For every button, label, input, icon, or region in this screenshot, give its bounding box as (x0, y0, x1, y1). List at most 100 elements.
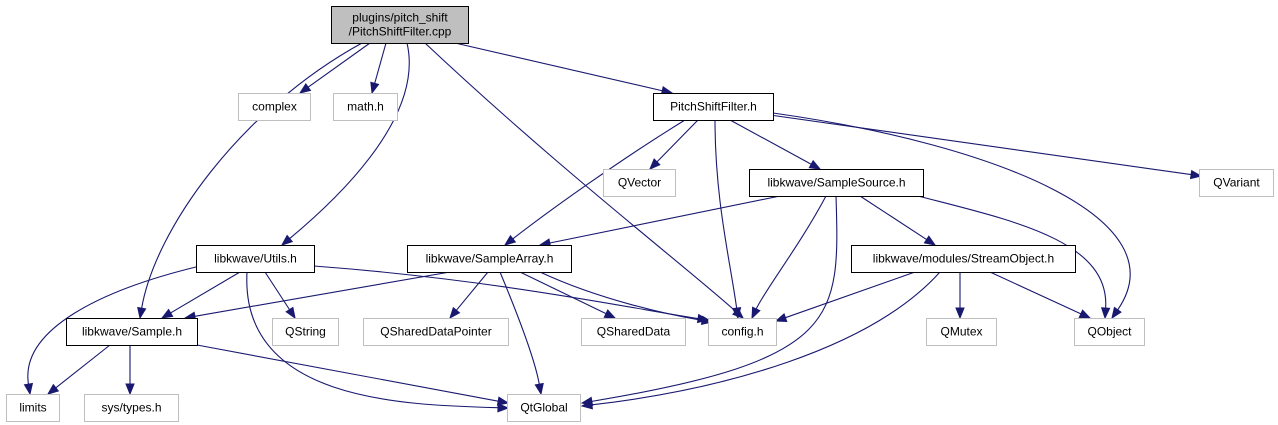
edge-line (55, 344, 111, 389)
node-label: libkwave/Utils.h (214, 252, 297, 266)
arrowhead (1111, 306, 1122, 320)
node-label: libkwave/modules/StreamObject.h (873, 252, 1054, 266)
node-complex: complex (238, 93, 311, 121)
node-label: libkwave/SampleArray.h (426, 252, 554, 266)
arrowhead (603, 309, 617, 319)
node-label: QVariant (1213, 176, 1260, 190)
edge-line (591, 195, 838, 402)
edge-samplesource-h-to-config-h (751, 195, 827, 320)
arrowhead (774, 313, 788, 322)
edge-line (769, 114, 1192, 176)
dependency-nodes: plugins/pitch_shift/PitchShiftFilter.cpp… (6, 6, 1274, 422)
edge-line (196, 344, 499, 402)
edge-line (917, 195, 1107, 309)
edge-pitchshiftfilter-h-to-samplesource-h (729, 119, 822, 170)
node-qtglobal: QtGlobal (507, 394, 581, 422)
edge-line (755, 195, 827, 310)
edge-line (714, 119, 738, 309)
arrowhead (649, 158, 661, 170)
node-label: QSharedData (597, 325, 671, 339)
arrowhead (370, 81, 380, 95)
edge-samplearray-h-to-sample-h (183, 271, 451, 321)
node-box (581, 318, 686, 346)
edge-line (170, 271, 241, 314)
edge-samplearray-h-to-qshareddatapointer (449, 271, 489, 320)
node-box (749, 169, 924, 197)
edge-pitchshiftfilter-h-to-qvector (649, 119, 699, 170)
edge-line (289, 42, 410, 240)
node-qvector: QVector (603, 169, 676, 197)
node-pitchshiftfilter-h[interactable]: PitchShiftFilter.h (653, 93, 774, 121)
node-box (66, 318, 198, 346)
node-samplearray-h[interactable]: libkwave/SampleArray.h (407, 245, 572, 273)
edge-root-to-math-h (370, 42, 387, 95)
node-box (333, 93, 398, 121)
node-qshareddatapointer: QSharedDataPointer (363, 318, 509, 346)
node-streamobject-h[interactable]: libkwave/modules/StreamObject.h (851, 245, 1076, 273)
node-box (653, 93, 774, 121)
edge-line (424, 42, 736, 312)
node-label: QObject (1087, 325, 1132, 339)
node-box (6, 394, 60, 422)
node-qvariant: QVariant (1199, 169, 1274, 197)
node-root[interactable]: plugins/pitch_shift/PitchShiftFilter.cpp (331, 6, 469, 44)
node-qmutex: QMutex (926, 318, 997, 346)
node-qshareddata: QSharedData (581, 318, 686, 346)
arrowhead (503, 234, 517, 246)
edge-samplesource-h-to-streamobject-h (859, 195, 937, 246)
node-sample-h[interactable]: libkwave/Sample.h (66, 318, 198, 346)
node-qstring: QString (272, 318, 339, 346)
edge-samplearray-h-to-qshareddata (519, 271, 617, 319)
arrowhead (46, 383, 60, 395)
node-box (1199, 169, 1274, 197)
node-label: math.h (347, 100, 384, 114)
edge-sample-h-to-sys-types-h (125, 345, 135, 396)
node-label: sys/types.h (101, 401, 161, 415)
node-box (1074, 318, 1145, 346)
edge-line (499, 271, 540, 385)
arrowhead (923, 235, 937, 246)
node-label: libkwave/Sample.h (82, 325, 182, 339)
arrowhead (1078, 309, 1092, 319)
arrowhead (808, 159, 822, 170)
node-box (363, 318, 509, 346)
node-box (272, 318, 339, 346)
edge-streamobject-h-to-qmutex (955, 272, 965, 320)
node-utils-h[interactable]: libkwave/Utils.h (196, 245, 315, 273)
edge-line (374, 42, 387, 84)
edge-line (785, 271, 916, 319)
edge-line (591, 271, 941, 406)
arrowhead (280, 234, 294, 246)
edge-line (307, 42, 371, 88)
node-samplesource-h[interactable]: libkwave/SampleSource.h (749, 169, 924, 197)
edge-utils-h-to-limits (23, 265, 201, 396)
edge-line (455, 271, 489, 311)
node-label: QMutex (940, 325, 982, 339)
edge-streamobject-h-to-qobject (989, 271, 1092, 319)
node-limits: limits (6, 394, 60, 422)
edge-utils-h-to-qtglobal (246, 271, 510, 413)
node-box (331, 6, 469, 44)
node-box (851, 245, 1076, 273)
edge-utils-h-to-config-h (313, 265, 710, 324)
arrowhead (580, 400, 593, 410)
edge-line (539, 271, 703, 321)
node-label: config.h (721, 325, 763, 339)
node-box (196, 245, 315, 273)
node-box (84, 394, 179, 422)
node-config-h: config.h (708, 318, 777, 346)
edge-utils-h-to-qstring (264, 271, 296, 320)
arrowhead (160, 308, 174, 319)
edge-samplesource-h-to-samplearray-h (538, 195, 781, 248)
node-math-h: math.h (333, 93, 398, 121)
edge-line (27, 265, 201, 385)
edge-utils-h-to-sample-h (160, 271, 241, 319)
arrowhead (751, 306, 761, 320)
edge-line (512, 119, 686, 240)
node-box (507, 394, 581, 422)
arrowhead (1100, 307, 1111, 320)
node-label: plugins/pitch_shift (352, 11, 448, 25)
edge-samplesource-h-to-qobject (917, 195, 1111, 320)
node-box (407, 245, 572, 273)
edge-line (729, 119, 812, 165)
